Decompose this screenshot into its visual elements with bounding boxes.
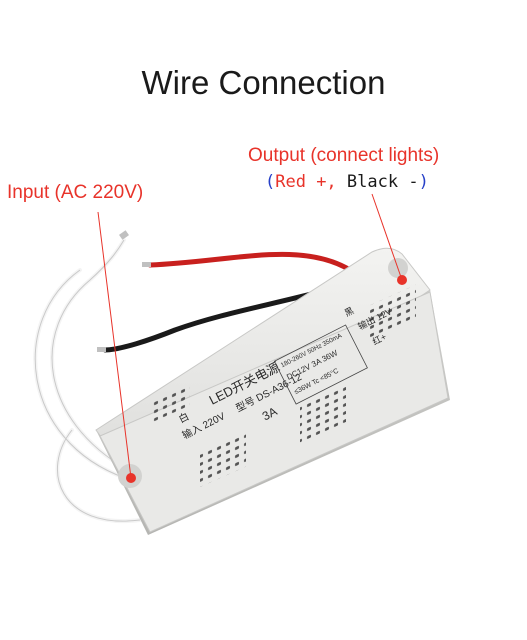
power-supply-case — [95, 247, 450, 535]
vent-slots — [150, 284, 416, 487]
black-minus-text: Black - — [336, 172, 419, 192]
input-label: Input (AC 220V) — [7, 182, 144, 203]
close-paren: ) — [418, 172, 429, 192]
output-marker-dot — [397, 275, 407, 285]
page-title: Wire Connection — [141, 64, 386, 101]
black-wire-text: 黑 — [343, 305, 356, 318]
current-text: 3A — [260, 404, 279, 423]
annotation-pointers — [97, 193, 407, 483]
output-label: Output (connect lights) — [248, 145, 440, 166]
output-polarity-label: (Red +, Black -) — [265, 172, 429, 192]
input-marker-dot — [126, 473, 136, 483]
red-plus-text: Red +, — [275, 172, 337, 192]
open-paren: ( — [265, 172, 276, 192]
